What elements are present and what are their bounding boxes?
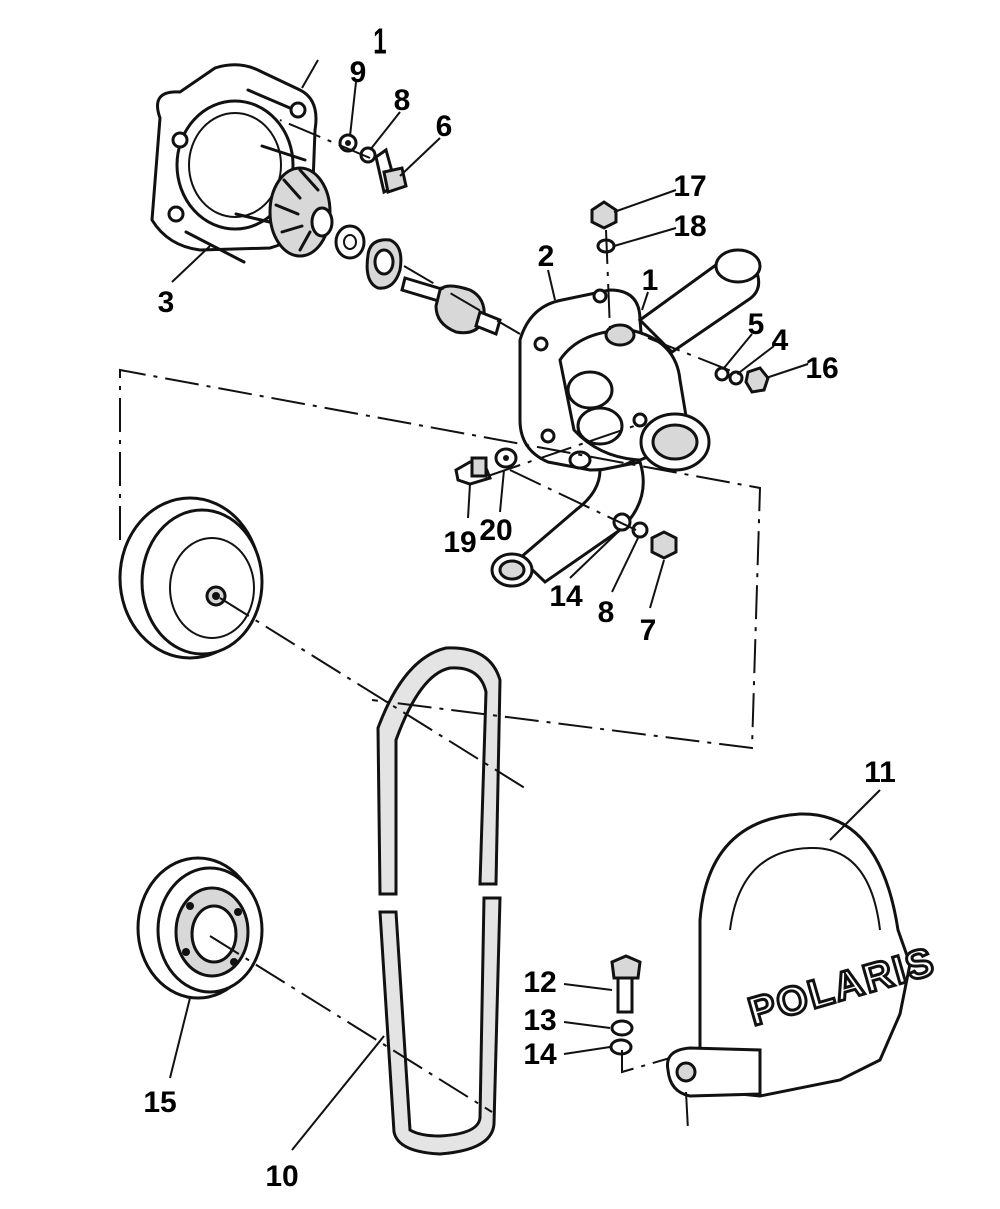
callout-18: 18 <box>673 210 706 243</box>
callout-1-rear-housing: 1 <box>373 22 386 62</box>
callout-5: 5 <box>748 308 765 341</box>
washer-8-right <box>631 521 649 539</box>
callout-13: 13 <box>523 1004 556 1037</box>
inlet-elbow <box>490 412 711 588</box>
nut-7 <box>650 530 678 560</box>
callouts: 1 9 8 6 3 2 1 17 18 5 4 16 19 20 14 8 7 … <box>143 22 896 1193</box>
callout-8-right: 8 <box>598 596 615 629</box>
callout-16: 16 <box>805 352 838 385</box>
callout-2: 2 <box>538 240 555 273</box>
bolt-6 <box>374 147 408 195</box>
shaft-seal <box>334 224 366 260</box>
bolt-12 <box>610 954 642 1014</box>
belt-guard-cover: POLARIS <box>665 812 942 1098</box>
callout-12: 12 <box>523 966 556 999</box>
callout-8-top: 8 <box>394 84 411 117</box>
callout-7: 7 <box>640 614 657 647</box>
leader-lines <box>169 59 881 1151</box>
impeller <box>268 166 334 258</box>
callout-15: 15 <box>143 1086 176 1119</box>
bearing-seal <box>365 238 403 290</box>
nut-16 <box>744 366 770 394</box>
callout-17: 17 <box>673 170 706 203</box>
washer-14-right <box>612 512 632 532</box>
callout-20: 20 <box>479 514 512 547</box>
pump-pulley <box>136 856 264 1000</box>
pump-housing-rear <box>150 63 318 252</box>
washer-20 <box>494 447 518 469</box>
drive-pulley <box>118 496 264 660</box>
callout-1-front-cover: 1 <box>642 264 659 297</box>
callout-11: 11 <box>864 756 896 789</box>
washer-13 <box>610 1019 634 1037</box>
callout-3: 3 <box>158 286 175 319</box>
callout-19: 19 <box>443 526 476 559</box>
callout-9: 9 <box>350 56 367 89</box>
outlet-pipe <box>637 248 762 354</box>
callout-4: 4 <box>772 324 789 357</box>
callout-6: 6 <box>436 110 453 143</box>
drive-belt <box>376 646 502 1156</box>
callout-14-right: 14 <box>549 580 583 613</box>
pump-shaft <box>400 276 502 337</box>
bolt-17 <box>590 200 618 230</box>
fitting-19 <box>454 456 493 486</box>
callout-10: 10 <box>265 1160 298 1193</box>
callout-14-lower: 14 <box>523 1038 557 1071</box>
alignment-lines <box>119 119 762 1131</box>
